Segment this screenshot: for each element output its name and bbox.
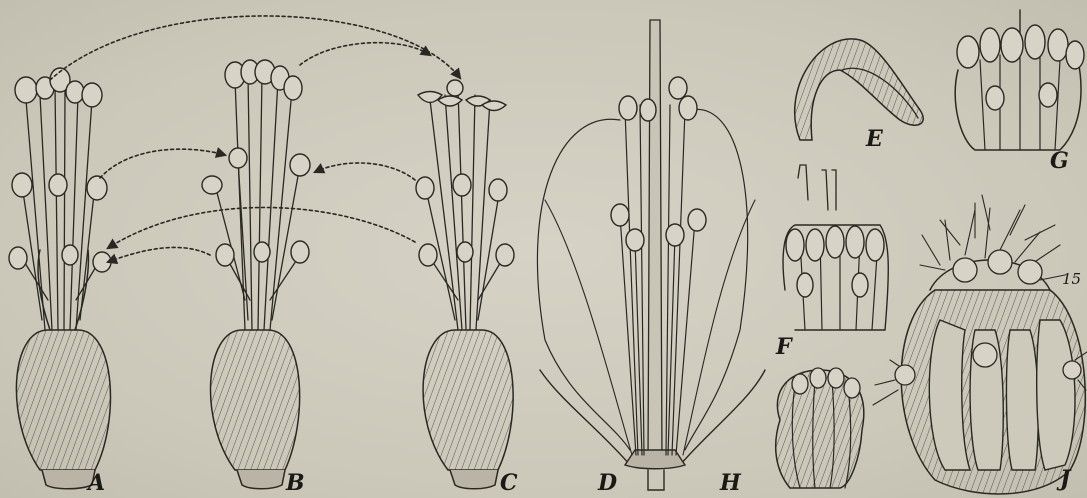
part-j [873,195,1087,494]
label-d: D [598,472,617,494]
label-h: H [720,472,741,494]
label-15: 15 [1062,272,1081,287]
part-g [955,10,1084,150]
part-f [783,165,888,330]
label-c: C [500,472,518,494]
label-f: F [776,336,792,358]
label-b: B [286,472,305,494]
flower-a [9,68,111,489]
label-g: G [1050,150,1069,172]
flower-d [537,20,765,490]
part-e [795,39,924,140]
label-e: E [866,128,883,150]
label-j: J [1060,468,1070,490]
part-h [776,368,864,488]
transfer-arrows [50,16,460,262]
flower-b [202,60,310,489]
label-a: A [88,472,105,494]
flower-c [416,80,514,489]
